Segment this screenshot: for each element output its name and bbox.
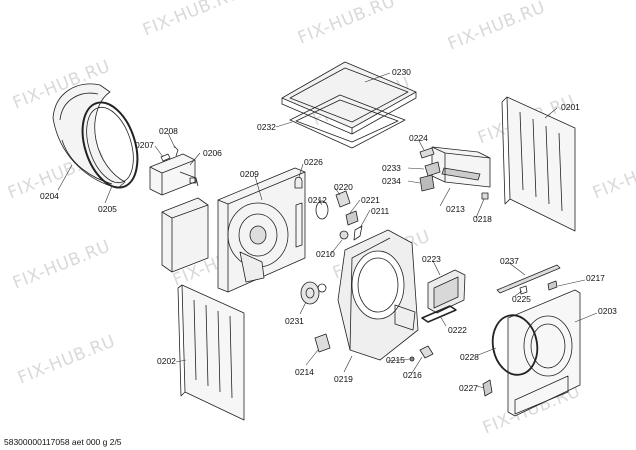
control-module-0206 <box>149 153 199 196</box>
part-label-0206: 0206 <box>203 148 222 158</box>
thermostat-0221 <box>345 210 359 226</box>
rail-0237 <box>496 264 561 294</box>
rear-panel-0209 <box>217 167 306 293</box>
screw-0210 <box>339 230 349 240</box>
part-label-0211: 0211 <box>371 206 390 216</box>
part-label-0205: 0205 <box>98 204 117 214</box>
part-label-0215: 0215 <box>386 355 405 365</box>
part-label-0220: 0220 <box>334 182 353 192</box>
clip-0207 <box>160 153 171 162</box>
part-label-0202: 0202 <box>157 356 176 366</box>
side-panel-0202 <box>177 284 245 421</box>
motor-part-0220 <box>335 190 351 208</box>
roller-0216 <box>419 345 434 359</box>
fan-wheel-0231 <box>300 281 327 305</box>
part-label-0230: 0230 <box>392 67 411 77</box>
document-id-footer: 58300000117058 aet 000 g 2/5 <box>4 437 122 447</box>
part-label-0231: 0231 <box>285 316 304 326</box>
clip-0225 <box>519 285 528 295</box>
clip-0217 <box>547 280 558 291</box>
part-label-0222: 0222 <box>448 325 467 335</box>
latch-0227 <box>482 379 493 397</box>
part-label-0209: 0209 <box>240 169 259 179</box>
door-frame-0204 <box>52 83 126 189</box>
part-label-0237: 0237 <box>500 256 519 266</box>
part-label-0208: 0208 <box>159 126 178 136</box>
part-label-0232: 0232 <box>257 122 276 132</box>
sensor-0224 <box>419 147 435 159</box>
belt-0212 <box>315 200 329 220</box>
part-label-0219: 0219 <box>334 374 353 384</box>
plug-0226 <box>294 176 303 189</box>
part-label-0216: 0216 <box>403 370 422 380</box>
part-label-0203: 0203 <box>598 306 617 316</box>
bracket-left <box>161 197 209 273</box>
side-panel-0201 <box>501 96 576 232</box>
part-label-0212: 0212 <box>308 195 327 205</box>
part-label-0224: 0224 <box>409 133 428 143</box>
part-label-0225: 0225 <box>512 294 531 304</box>
clip-0218 <box>481 192 489 200</box>
bracket-0214 <box>314 333 331 353</box>
filter-0223 <box>427 269 466 314</box>
part-label-0214: 0214 <box>295 367 314 377</box>
part-label-0228: 0228 <box>460 352 479 362</box>
worktop-seal-0232 <box>289 94 406 149</box>
part-label-0233: 0233 <box>382 163 401 173</box>
part-label-0204: 0204 <box>40 191 59 201</box>
part-label-0207: 0207 <box>135 140 154 150</box>
part-label-0234: 0234 <box>382 176 401 186</box>
part-label-0201: 0201 <box>561 102 580 112</box>
part-label-0226: 0226 <box>304 157 323 167</box>
door-gasket-0205 <box>81 101 139 189</box>
part-label-0218: 0218 <box>473 214 492 224</box>
sensor-0234 <box>419 174 435 192</box>
leader-lines <box>57 72 598 389</box>
part-label-0213: 0213 <box>446 204 465 214</box>
screw-0208 <box>173 145 179 157</box>
seal-0222 <box>421 305 457 323</box>
part-label-0223: 0223 <box>422 254 441 264</box>
screw-0215 <box>409 356 415 362</box>
part-label-0227: 0227 <box>459 383 478 393</box>
bearing-frame-0219 <box>337 229 419 361</box>
sensor-0233 <box>424 161 441 177</box>
part-label-0210: 0210 <box>316 249 335 259</box>
part-label-0221: 0221 <box>361 195 380 205</box>
part-label-0217: 0217 <box>586 273 605 283</box>
front-panel-0203 <box>507 289 581 417</box>
cover-strip-0213 <box>431 146 491 188</box>
spring-0211 <box>353 225 363 241</box>
